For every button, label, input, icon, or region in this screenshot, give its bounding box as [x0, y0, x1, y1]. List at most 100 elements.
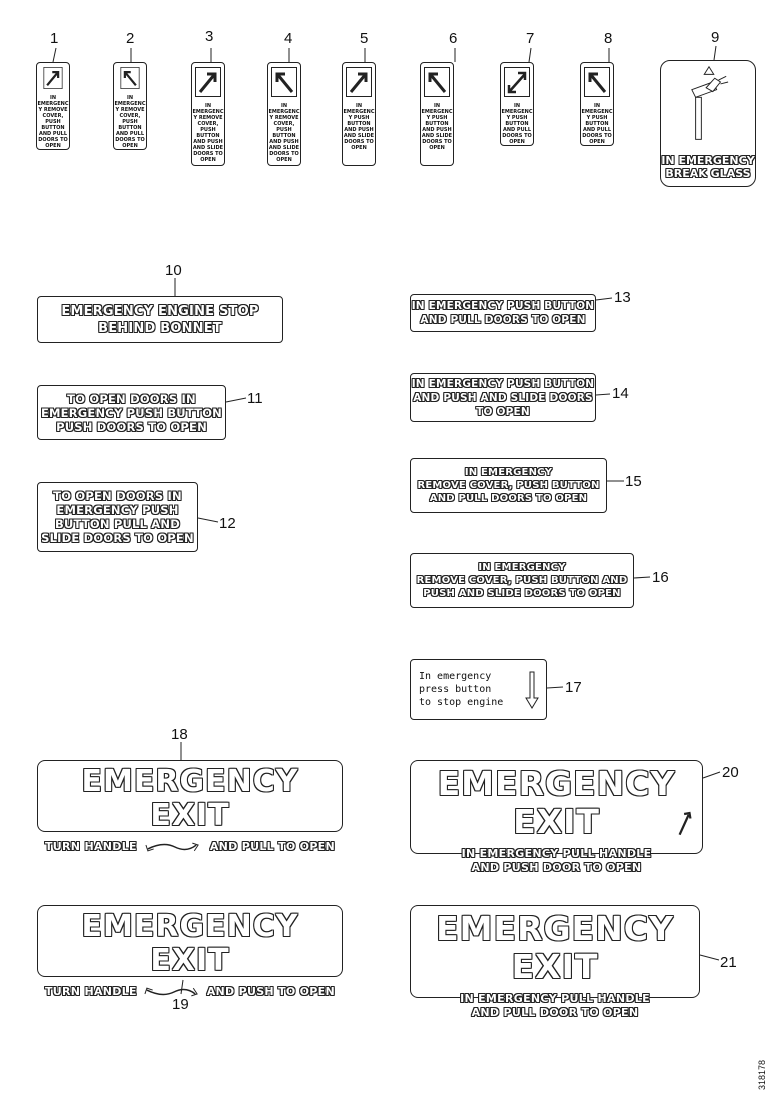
pull-to-open-text-18: AND PULL TO OPEN: [209, 840, 335, 853]
remove-cover-slide-line3: PUSH AND SLIDE DOORS TO OPEN: [423, 588, 621, 599]
leader-17: [546, 686, 564, 689]
leader-16: [633, 576, 651, 579]
slide-doors-line1: TO OPEN DOORS IN: [53, 489, 182, 503]
label-number-15: 15: [625, 473, 642, 490]
curved-arrow-icon: [144, 987, 198, 997]
slide-doors-label: TO OPEN DOORS IN EMERGENCY PUSH BUTTON P…: [37, 482, 198, 552]
door-label-4: IN EMERGENCY REMOVE COVER, PUSH BUTTON A…: [267, 62, 301, 166]
exit-line1-21: IN EMERGENCY PULL HANDLE: [460, 992, 650, 1005]
label-number-4: 4: [284, 30, 293, 47]
door-label-6: IN EMERGENCY PUSH BUTTON AND PUSH AND SL…: [420, 62, 454, 166]
label-text-4: IN EMERGENCY REMOVE COVER, PUSH BUTTON A…: [268, 103, 300, 163]
arrow-up-right-icon: [346, 67, 372, 97]
exit-line2-21: AND PULL DOOR TO OPEN: [471, 1006, 639, 1019]
pull-doors-label: IN EMERGENCY PUSH BUTTON AND PULL DOORS …: [410, 294, 596, 332]
label-number-2: 2: [126, 30, 135, 47]
pull-doors-line1: IN EMERGENCY PUSH BUTTON: [411, 300, 595, 312]
drawing-number: 318178: [757, 1059, 767, 1090]
label-text-1: IN EMERGENCY REMOVE COVER, PUSH BUTTON A…: [37, 95, 69, 149]
exit-title-18: EMERGENCY EXIT: [81, 764, 299, 833]
push-to-open-text-19: AND PUSH TO OPEN: [206, 985, 335, 998]
remove-cover-pull-line2: REMOVE COVER, PUSH BUTTON: [417, 480, 600, 491]
slide-doors-line3: BUTTON PULL AND: [55, 517, 180, 531]
arrow-up-right-icon: [195, 67, 221, 97]
push-slide-line3: TO OPEN: [476, 405, 530, 418]
door-label-5: IN EMERGENCY PUSH BUTTON AND PUSH AND SL…: [342, 62, 376, 166]
engine-press-line3: to stop engine: [419, 697, 504, 708]
label-number-17: 17: [565, 679, 582, 696]
break-glass-line2: BREAK GLASS: [665, 167, 751, 180]
label-number-20: 20: [722, 764, 739, 781]
label-number-11: 11: [247, 390, 263, 407]
exit-line1-20: IN EMERGENCY PULL HANDLE: [461, 847, 652, 860]
leader-1: [52, 47, 57, 63]
push-slide-line2: AND PUSH AND SLIDE DOORS: [413, 391, 593, 404]
turn-handle-text-19: TURN HANDLE: [45, 985, 137, 998]
emergency-exit-label-20: EMERGENCY EXIT IN EMERGENCY PULL HANDLE …: [410, 760, 703, 874]
push-doors-line1: TO OPEN DOORS IN: [67, 391, 196, 406]
engine-press-line1: In emergency: [419, 671, 492, 682]
label-text-5: IN EMERGENCY PUSH BUTTON AND PUSH AND SL…: [343, 103, 375, 151]
push-doors-line2: EMERGENCY PUSH BUTTON: [40, 405, 223, 420]
emergency-exit-label-18: EMERGENCY EXIT TURN HANDLE AND PULL TO O…: [37, 760, 343, 853]
leader-13: [595, 297, 613, 301]
remove-cover-slide-line2: REMOVE COVER, PUSH BUTTON AND: [416, 575, 628, 586]
exit-title-21: EMERGENCY EXIT: [436, 909, 674, 986]
exit-title-20: EMERGENCY EXIT: [437, 764, 676, 841]
break-glass-label: IN EMERGENCY BREAK GLASS: [660, 60, 756, 187]
turn-handle-text-18: TURN HANDLE: [45, 840, 137, 853]
push-doors-label: TO OPEN DOORS IN EMERGENCY PUSH BUTTON P…: [37, 385, 226, 440]
exit-title-19: EMERGENCY EXIT: [81, 909, 299, 978]
label-number-6: 6: [449, 30, 458, 47]
push-doors-line3: PUSH DOORS TO OPEN: [56, 419, 207, 434]
arrow-up-left-icon: [271, 67, 297, 97]
break-glass-line1: IN EMERGENCY: [661, 154, 755, 167]
label-number-18: 18: [171, 726, 188, 743]
label-number-9: 9: [711, 29, 720, 46]
exit-line2-20: AND PUSH DOOR TO OPEN: [471, 861, 642, 874]
leader-12: [197, 517, 219, 523]
label-text-6: IN EMERGENCY PUSH BUTTON AND PUSH AND SL…: [421, 103, 453, 151]
remove-cover-slide-line1: IN EMERGENCY: [478, 562, 566, 573]
door-label-2: IN EMERGENCY REMOVE COVER, PUSH BUTTON A…: [113, 62, 147, 150]
remove-cover-pull-line1: IN EMERGENCY: [464, 467, 553, 478]
leader-21: [699, 954, 720, 961]
label-number-3: 3: [205, 28, 214, 45]
leader-9: [713, 45, 717, 61]
arrow-up-left-icon: [120, 67, 140, 89]
slide-doors-line2: EMERGENCY PUSH: [56, 503, 179, 517]
curved-arrow-icon: [145, 842, 200, 852]
label-text-7: IN EMERGENCY PUSH BUTTON AND PULL DOORS …: [501, 103, 533, 145]
label-number-7: 7: [526, 30, 535, 47]
arrow-up-left-icon: [424, 67, 450, 97]
door-label-7: IN EMERGENCY PUSH BUTTON AND PULL DOORS …: [500, 62, 534, 146]
double-arrow-icon: [504, 67, 530, 97]
label-number-16: 16: [652, 569, 669, 586]
label-number-19: 19: [172, 996, 189, 1013]
engine-stop-line1: EMERGENCY ENGINE STOP: [61, 303, 259, 319]
pull-doors-line2: AND PULL DOORS TO OPEN: [420, 314, 586, 326]
label-text-2: IN EMERGENCY REMOVE COVER, PUSH BUTTON A…: [114, 95, 146, 149]
emergency-exit-label-19: EMERGENCY EXIT TURN HANDLE AND PUSH TO O…: [37, 905, 343, 998]
label-number-10: 10: [165, 262, 182, 279]
label-text-3: IN EMERGENCY REMOVE COVER, PUSH BUTTON A…: [192, 103, 224, 163]
arrow-up-right-icon: [43, 67, 63, 89]
label-number-1: 1: [50, 30, 59, 47]
label-text-8: IN EMERGENCY PUSH BUTTON AND PULL DOORS …: [581, 103, 613, 145]
label-number-21: 21: [720, 954, 737, 971]
push-slide-label: IN EMERGENCY PUSH BUTTON AND PUSH AND SL…: [410, 373, 596, 422]
engine-stop-line2: BEHIND BONNET: [98, 320, 222, 336]
arrow-up-left-icon: [584, 67, 610, 97]
leader-11: [225, 397, 247, 403]
emergency-exit-label-21: EMERGENCY EXIT IN EMERGENCY PULL HANDLE …: [410, 905, 700, 1019]
arrow-up-right-icon: [678, 811, 692, 836]
door-label-1: IN EMERGENCY REMOVE COVER, PUSH BUTTON A…: [36, 62, 70, 150]
door-label-8: IN EMERGENCY PUSH BUTTON AND PULL DOORS …: [580, 62, 614, 146]
label-number-13: 13: [614, 289, 631, 306]
engine-press-line2: press button: [419, 684, 492, 695]
label-number-8: 8: [604, 30, 613, 47]
engine-stop-label: EMERGENCY ENGINE STOP BEHIND BONNET: [37, 296, 283, 343]
door-label-3: IN EMERGENCY REMOVE COVER, PUSH BUTTON A…: [191, 62, 225, 166]
push-slide-line1: IN EMERGENCY PUSH BUTTON: [411, 377, 595, 390]
